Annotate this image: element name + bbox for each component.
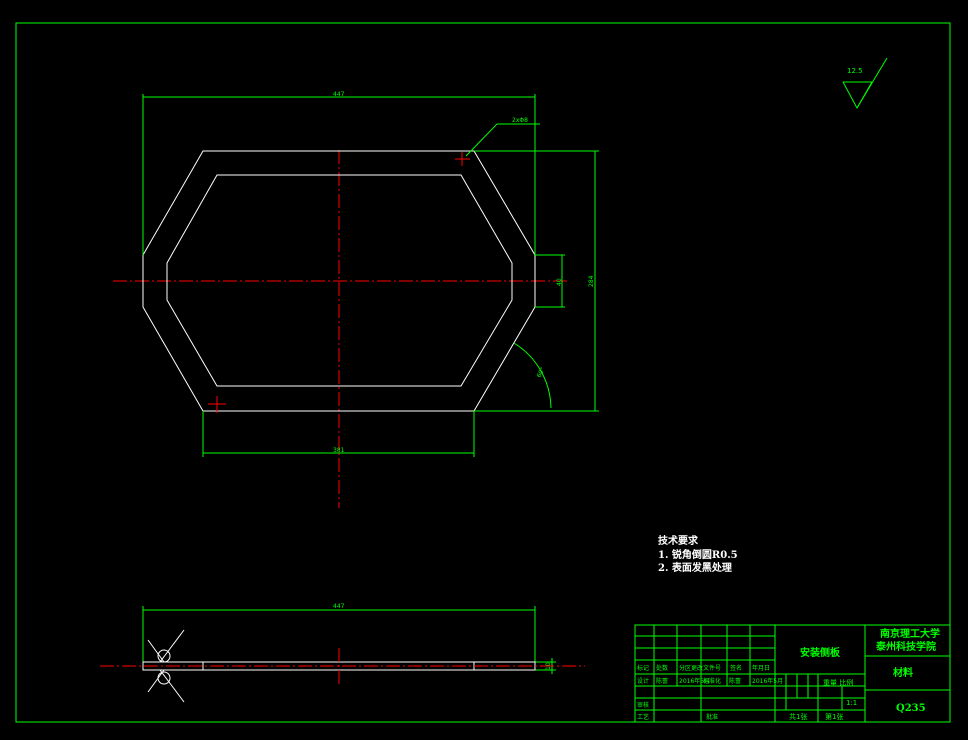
- std-name: 陈蕾: [729, 677, 741, 685]
- dim-side-length: 447: [333, 603, 345, 610]
- side-view-dimensions: [142, 606, 556, 674]
- roughness-value: 12.5: [847, 67, 863, 75]
- weight-scale-label: 重量 比例: [823, 678, 853, 687]
- dim-hole-label: 2xΦ8: [512, 117, 528, 124]
- drawing-border: [15, 22, 951, 723]
- dim-bottom-width: 381: [333, 447, 345, 454]
- school-name-line2: 泰州科技学院: [875, 640, 936, 653]
- standardization-label: 标准化: [703, 677, 721, 685]
- dim-tab-height: 40: [556, 278, 563, 286]
- review-label: 审核: [637, 701, 649, 709]
- header-zone: 分区更改: [679, 664, 703, 672]
- roughness-symbol: [842, 57, 888, 110]
- part-name: 安装侧板: [800, 646, 841, 659]
- std-date: 2016年5月: [752, 677, 783, 685]
- header-sign: 签名: [730, 664, 742, 672]
- center-lines: [113, 150, 570, 508]
- design-date: 2016年5月: [679, 677, 710, 685]
- scale-value: 1:1: [846, 699, 857, 707]
- tech-req-line2: 2. 表面发黑处理: [658, 561, 732, 574]
- dim-angle: 60°: [536, 366, 547, 379]
- approve-label: 批准: [706, 713, 718, 721]
- tech-req-line1: 1. 锐角倒圆R0.5: [658, 548, 738, 561]
- dim-top-length: 447: [333, 91, 345, 98]
- designer-name: 陈蕾: [656, 677, 668, 685]
- hole-marker-top: [455, 152, 470, 166]
- dimension-lines: [142, 94, 599, 457]
- header-date: 年月日: [752, 664, 770, 672]
- header-count: 处数: [656, 664, 668, 672]
- header-mark: 标记: [637, 664, 649, 672]
- design-label: 设计: [637, 677, 649, 685]
- plate-inner-contour: [166, 174, 513, 387]
- school-name-line1: 南京理工大学: [880, 627, 940, 640]
- header-file: 文件号: [703, 664, 721, 672]
- material-label: 材料: [893, 666, 913, 679]
- sheet-number: 第1张: [825, 712, 843, 721]
- sheets-total: 共1张: [789, 712, 807, 721]
- material-value: Q235: [896, 703, 926, 714]
- clamp-symbol: [147, 629, 185, 703]
- side-view-center-lines: [100, 648, 585, 684]
- process-label: 工艺: [637, 713, 649, 721]
- title-block-frame: [634, 624, 951, 723]
- dim-height: 284: [588, 275, 595, 287]
- tech-req-title: 技术要求: [658, 534, 699, 547]
- hole-marker-bottom: [208, 396, 226, 413]
